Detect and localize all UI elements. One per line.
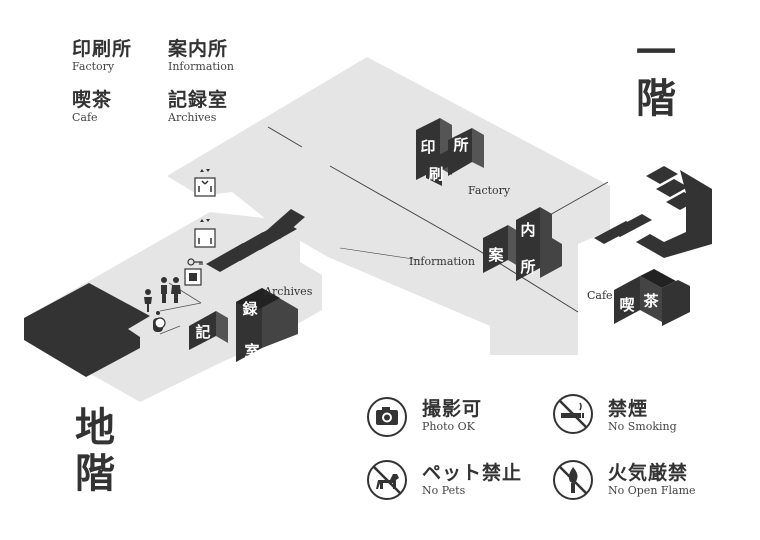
upper-floor-plan xyxy=(167,57,610,355)
lower-stairs xyxy=(206,209,305,272)
floor-label-lower-text: 地階 xyxy=(75,404,115,497)
rule-no-smoking-jp: 禁煙 xyxy=(608,398,649,420)
rule-no-open-flame-en: No Open Flame xyxy=(608,484,696,497)
archives-glyph-1: 記 xyxy=(195,323,210,341)
rule-no-open-flame: 火気厳禁 No Open Flame xyxy=(608,462,696,498)
accessible-restroom-icon xyxy=(153,311,166,332)
legend-archives-en: Archives xyxy=(168,111,217,124)
elevator-icon xyxy=(194,219,216,248)
camera-icon xyxy=(367,397,407,437)
factory-block: 印 刷 所 xyxy=(416,118,484,186)
factory-glyph-2: 刷 xyxy=(428,165,443,183)
rule-no-smoking-en: No Smoking xyxy=(608,420,677,433)
floor-label-upper-text: 一階 xyxy=(636,29,676,122)
information-glyph-1: 案 xyxy=(487,246,504,264)
factory-glyph-1: 印 xyxy=(420,138,435,156)
cafe-glyph-1: 喫 xyxy=(619,296,635,314)
legend-information-en: Information xyxy=(168,60,235,73)
legend-archives: 記録室 Archives xyxy=(168,89,228,125)
rule-no-pets-en: No Pets xyxy=(422,484,466,497)
floor-label-upper: 一階 xyxy=(631,30,681,122)
map-label-information: Information xyxy=(409,255,476,268)
map-label-cafe: Cafe xyxy=(587,289,613,302)
archives-glyph-2: 録 xyxy=(242,300,258,318)
cafe-glyph-2: 茶 xyxy=(643,292,659,310)
legend-factory-en: Factory xyxy=(72,60,115,73)
information-block: 案 内 所 xyxy=(483,207,562,281)
factory-glyph-3: 所 xyxy=(453,136,468,154)
legend-information: 案内所 Information xyxy=(168,38,234,74)
restroom-icon xyxy=(144,277,181,312)
rule-no-open-flame-jp: 火気厳禁 xyxy=(608,462,689,484)
archives-glyph-3: 室 xyxy=(244,342,259,360)
rule-photo: 撮影可 Photo OK xyxy=(422,398,482,434)
legend-information-jp: 案内所 xyxy=(168,38,229,60)
rule-no-smoking: 禁煙 No Smoking xyxy=(608,398,677,434)
no-open-flame-icon xyxy=(553,460,593,500)
information-glyph-2: 内 xyxy=(520,221,535,239)
rule-no-pets: ペット禁止 No Pets xyxy=(422,462,522,498)
upper-stairs xyxy=(594,166,712,258)
cafe-block: 喫 茶 xyxy=(614,269,690,326)
information-glyph-3: 所 xyxy=(520,258,535,276)
upper-floor-slab xyxy=(167,57,610,355)
elevator-icon xyxy=(194,169,216,197)
no-pets-icon xyxy=(367,460,407,500)
rule-photo-en: Photo OK xyxy=(422,420,475,433)
map-label-factory: Factory xyxy=(468,184,511,197)
legend-cafe: 喫茶 Cafe xyxy=(72,89,112,125)
no-smoking-icon xyxy=(553,394,593,434)
legend-archives-jp: 記録室 xyxy=(168,89,229,111)
legend-factory: 印刷所 Factory xyxy=(72,38,132,74)
locker-icon xyxy=(184,258,203,286)
floor-label-lower: 地階 xyxy=(70,405,120,497)
lower-dark-room xyxy=(24,283,150,377)
rule-photo-jp: 撮影可 xyxy=(422,398,483,420)
lower-floor-plan xyxy=(24,212,322,402)
legend-cafe-en: Cafe xyxy=(72,111,98,124)
archives-block: 記 録 室 xyxy=(189,288,298,362)
legend-factory-jp: 印刷所 xyxy=(72,38,133,60)
legend-cafe-jp: 喫茶 xyxy=(72,89,113,111)
rule-no-pets-jp: ペット禁止 xyxy=(422,462,523,484)
map-label-archives: Archives xyxy=(264,285,313,298)
